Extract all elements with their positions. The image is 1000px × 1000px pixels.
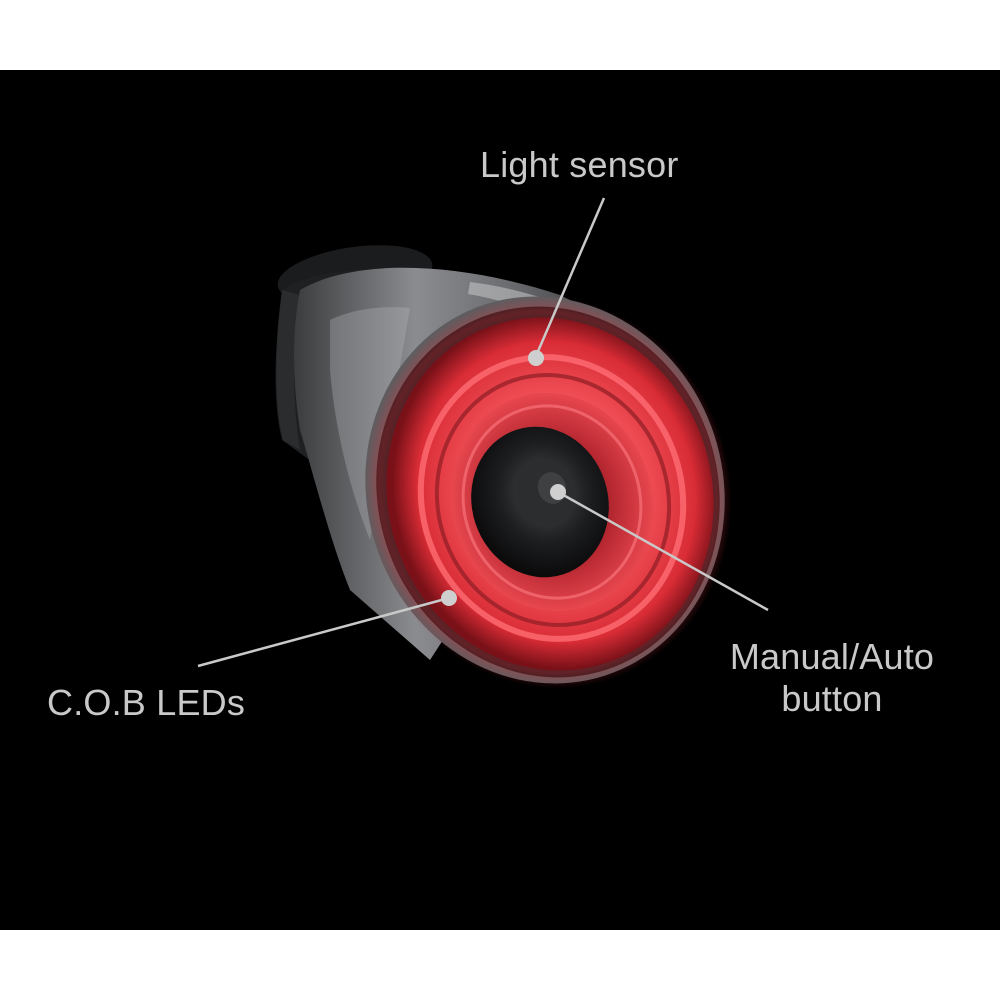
tail-light-illustration	[197, 197, 769, 689]
callout-lines	[197, 197, 769, 668]
callout-dots	[441, 350, 566, 606]
manual-auto-label-line1: Manual/Auto	[729, 636, 935, 677]
light-sensor-label: Light sensor	[480, 144, 679, 185]
manual-auto-leader	[557, 490, 769, 612]
cob-leds-label: C.O.B LEDs	[47, 682, 246, 723]
light-sensor-dot	[528, 350, 544, 366]
cob-leds-dot	[441, 590, 457, 606]
manual-auto-dot	[550, 484, 566, 500]
manual-auto-label-line2: button	[781, 678, 883, 719]
cob-leds-leader	[197, 596, 450, 668]
manual-auto-button	[471, 426, 609, 578]
light-sensor-leader	[534, 197, 606, 357]
product-scene: Light sensor C.O.B LEDs Manual/Auto butt…	[0, 70, 1000, 930]
manual-auto-button-label: Manual/Auto button	[714, 636, 950, 720]
